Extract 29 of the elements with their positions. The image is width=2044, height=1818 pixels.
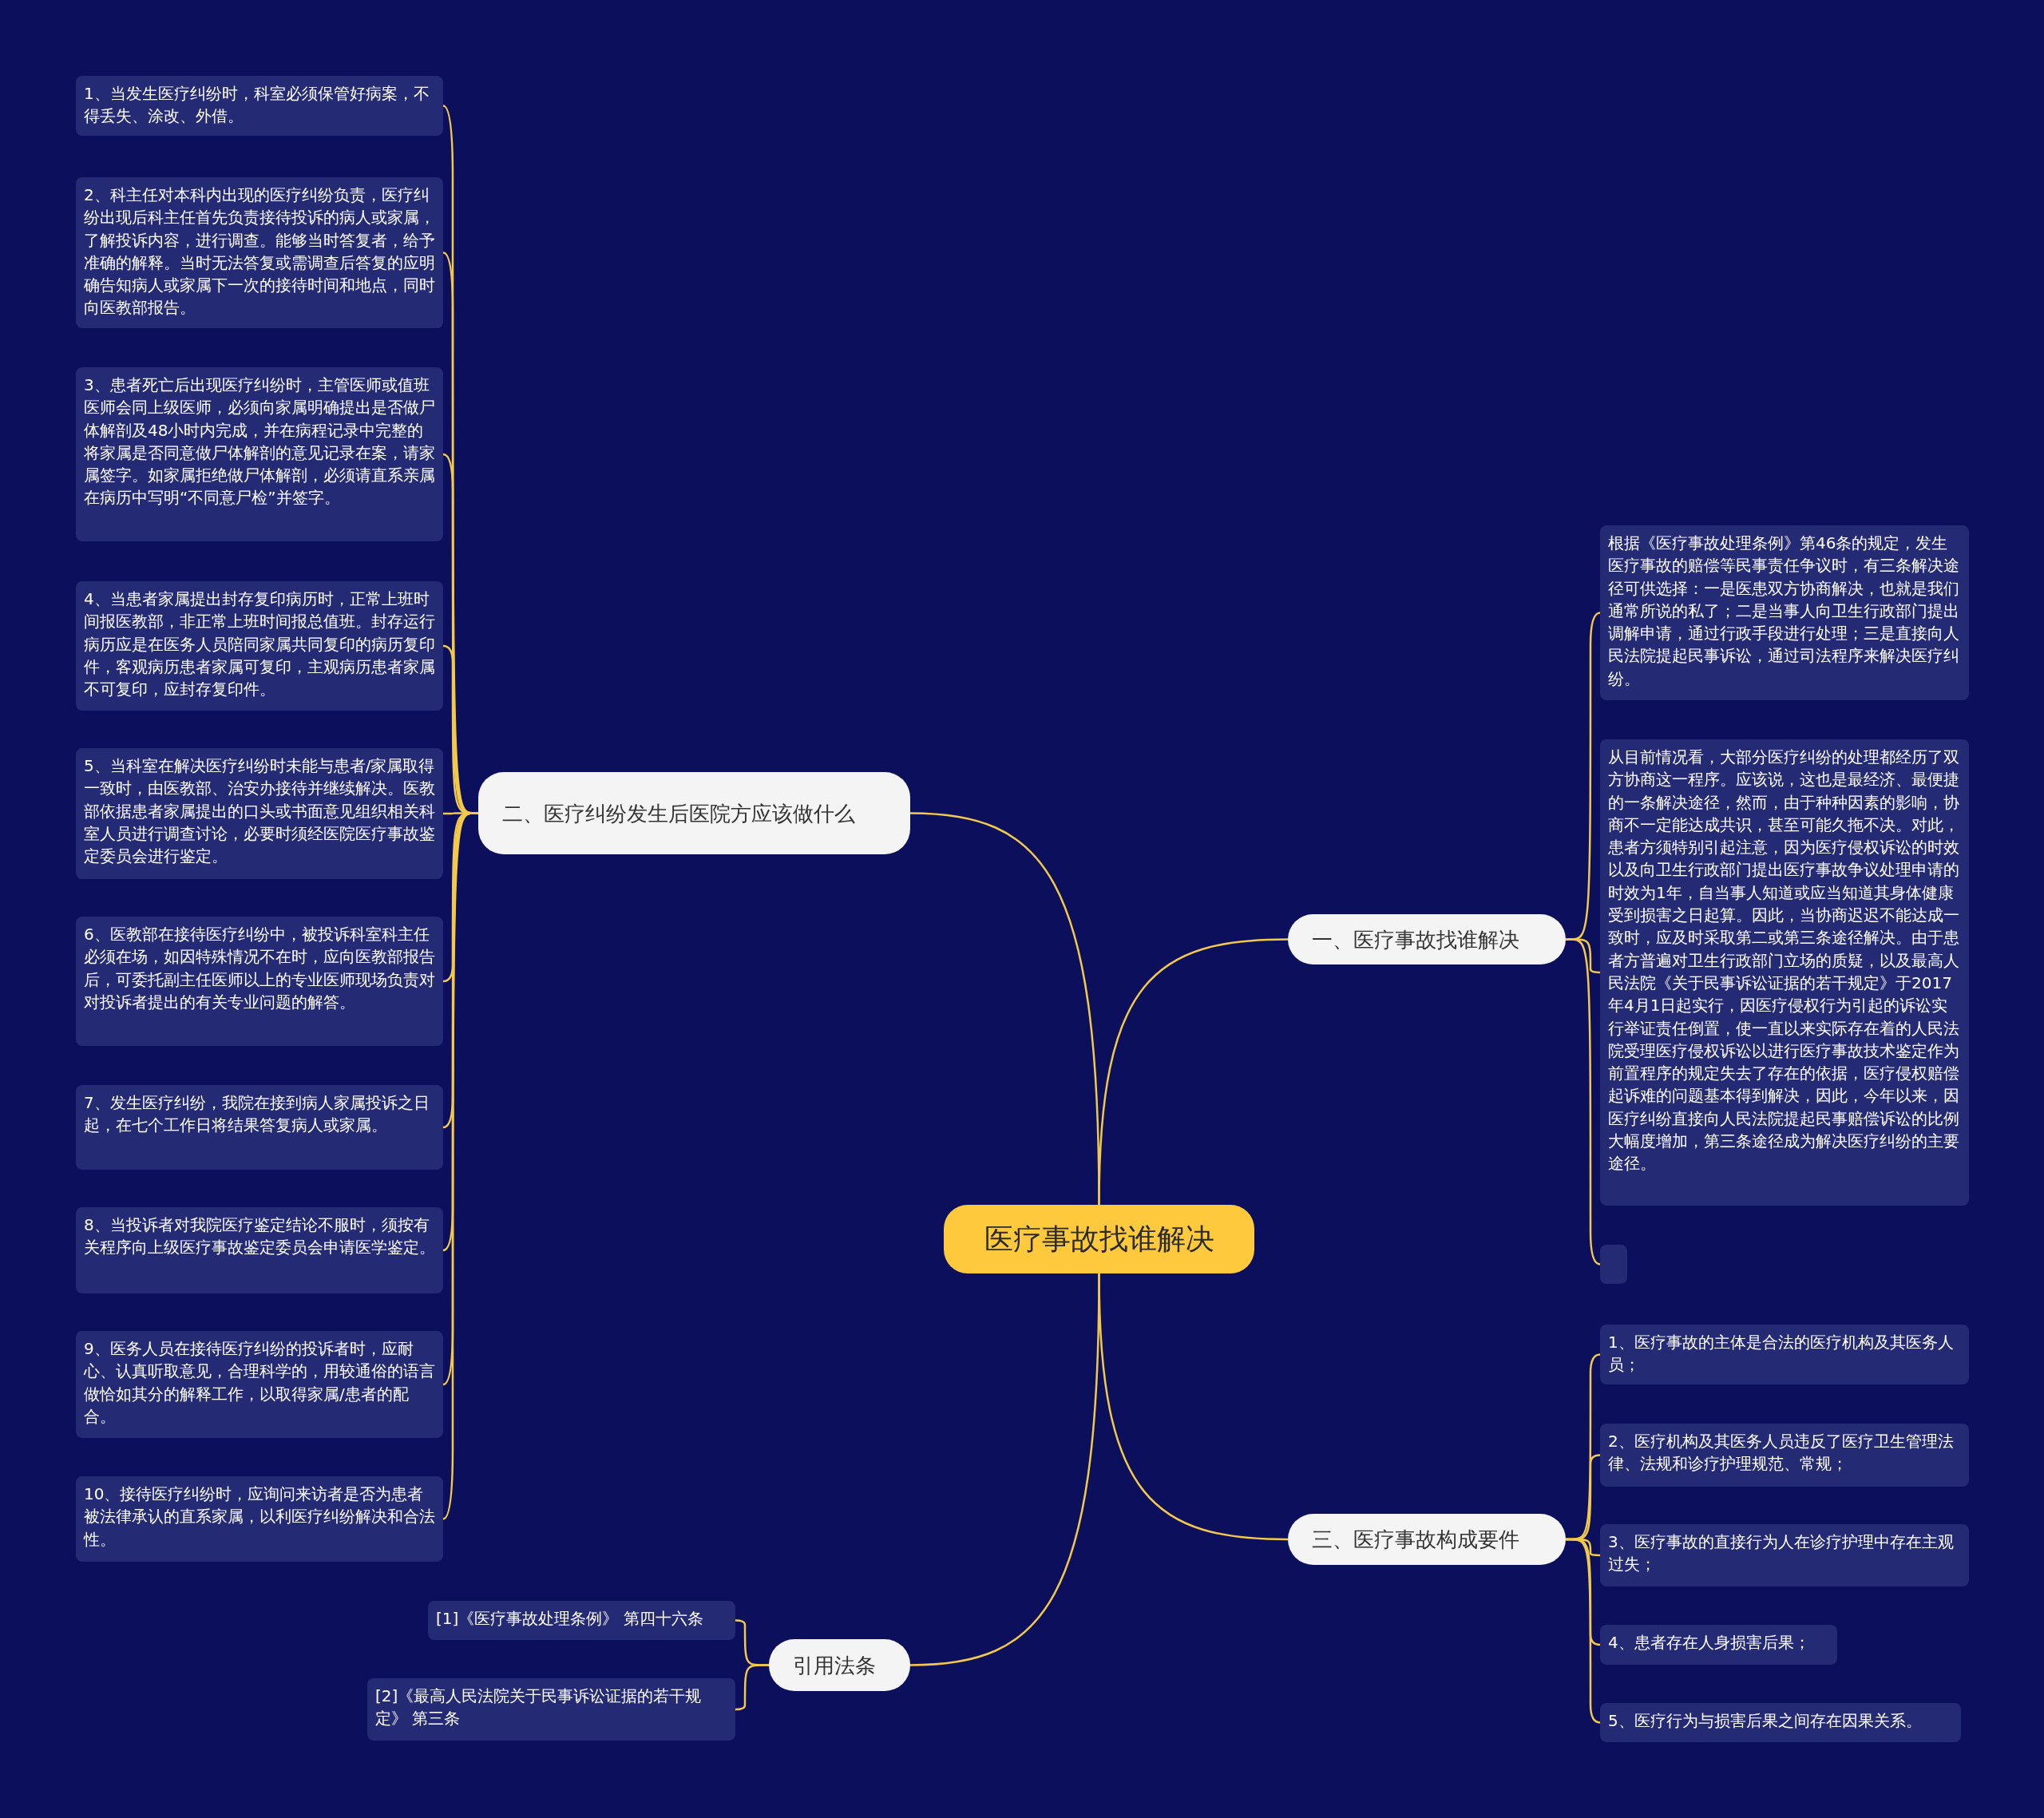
topic-card: 5、医疗行为与损害后果之间存在因果关系。	[1600, 1703, 1961, 1742]
topic-card: 4、当患者家属提出封存复印病历时，正常上班时间报医教部，非正常上班时间报总值班。封存运行病历应是在医务人员陪同家属共同复印的病历复印件，客观病历患者家属可复印，主观病历患者家属不可复印，应封存复印件。	[76, 581, 443, 711]
topic-card: 6、医教部在接待医疗纠纷中，被投诉科室科主任必须在场，如因特殊情况不在时，应向医教部报告后，可委托副主任医师以上的专业医师现场负责对对投诉者提出的有关专业问题的解答。	[76, 917, 443, 1046]
connector	[1098, 938, 1289, 1206]
topic-card: [2]《最高人民法院关于民事诉讼证据的若干规定》 第三条	[367, 1678, 735, 1741]
central-topic: 医疗事故找谁解决	[944, 1205, 1254, 1273]
topic-card: 2、科主任对本科内出现的医疗纠纷负责，医疗纠纷出现后科主任首先负责接待投诉的病人或家属，了解投诉内容，进行调查。能够当时答复者，给予准确的解释。当时无法答复或需调查后答复的应明确告知病人或家属下一次的接待时间和地点，同时向医教部报告。	[76, 177, 443, 328]
branch-topic: 二、医疗纠纷发生后医院方应该做什么	[478, 772, 910, 854]
topic-card: 1、当发生医疗纠纷时，科室必须保管好病案，不得丢失、涂改、外借。	[76, 76, 443, 136]
branch-topic: 引用法条	[769, 1639, 910, 1691]
branch-topic: 一、医疗事故找谁解决	[1288, 914, 1566, 964]
connector	[909, 1273, 1100, 1666]
topic-card: 10、接待医疗纠纷时，应询问来访者是否为患者被法律承认的直系家属，以利医疗纠纷解决和合法性。	[76, 1476, 443, 1562]
topic-card: 根据《医疗事故处理条例》第46条的规定，发生医疗事故的赔偿等民事责任争议时，有三条解决途径可供选择：一是医患双方协商解决，也就是我们通常所说的私了；二是当事人向卫生行政部门提出调解申请，通过行政手段进行处理；三是直接向人民法院提起民事诉讼，通过司法程序来解决医疗纠纷。	[1600, 525, 1969, 700]
topic-card: 2、医疗机构及其医务人员违反了医疗卫生管理法律、法规和诊疗护理规范、常规；	[1600, 1424, 1969, 1487]
topic-card: 3、医疗事故的直接行为人在诊疗护理中存在主观过失；	[1600, 1524, 1969, 1586]
topic-card: 9、医务人员在接待医疗纠纷的投诉者时，应耐心、认真听取意见，合理科学的，用较通俗的语言做恰如其分的解释工作，以取得家属/患者的配合。	[76, 1331, 443, 1438]
topic-card: [1]《医疗事故处理条例》 第四十六条	[428, 1601, 735, 1640]
topic-card: 1、医疗事故的主体是合法的医疗机构及其医务人员；	[1600, 1325, 1969, 1384]
connector	[1566, 938, 1601, 1265]
topic-card: 8、当投诉者对我院医疗鉴定结论不服时，须按有关程序向上级医疗事故鉴定委员会申请医学鉴定。	[76, 1207, 443, 1293]
connector	[1566, 1538, 1601, 1724]
topic-card: 5、当科室在解决医疗纠纷时未能与患者/家属取得一致时，由医教部、治安办接待并继续解决。医教部依据患者家属提出的口头或书面意见组织相关科室人员进行调查讨论，必要时须经医院医疗事故鉴定委员会进行鉴定。	[76, 748, 443, 879]
empty-box	[1600, 1245, 1627, 1284]
topic-card: 从目前情况看，大部分医疗纠纷的处理都经历了双方协商这一程序。应该说，这也是最经济、最便捷的一条解决途径，然而，由于种种因素的影响，协商不一定能达成共识，甚至可能久拖不决。对此，患者方须特别引起注意，因为医疗侵权诉讼的时效以及向卫生行政部门提出医疗事故争议处理申请的时效为1年，自当事人知道或应当知道其身体健康受到损害之日起算。因此，当协商迟迟不能达成一致时，应及时采取第二或第三条途径解决。由于患者方普遍对卫生行政部门立场的质疑，以及最高人民法院《关于民事诉讼证据的若干规定》于2017年4月1日起实行，因医疗侵权行为引起的诉讼实行举证责任倒置，使一直以来实际存在着的人民法院受理医疗侵权诉讼以进行医疗事故技术鉴定作为前置程序的规定失去了存在的依据，医疗侵权赔偿起诉难的问题基本得到解决，因此，今年以来，因医疗纠纷直接向人民法院提起民事赔偿诉讼的比例大幅度增加，第三条途径成为解决医疗纠纷的主要途径。	[1600, 739, 1969, 1206]
topic-card: 7、发生医疗纠纷，我院在接到病人家属投诉之日起，在七个工作日将结果答复病人或家属。	[76, 1085, 443, 1170]
branch-topic: 三、医疗事故构成要件	[1288, 1514, 1566, 1565]
topic-card: 3、患者死亡后出现医疗纠纷时，主管医师或值班医师会同上级医师，必须向家属明确提出是否做尸体解剖及48小时内完成，并在病程记录中完整的将家属是否同意做尸体解剖的意见记录在案，请家属签字。如家属拒绝做尸体解剖，必须请直系亲属在病历中写明“不同意尸检”并签字。	[76, 367, 443, 541]
topic-card: 4、患者存在人身损害后果；	[1600, 1625, 1837, 1665]
